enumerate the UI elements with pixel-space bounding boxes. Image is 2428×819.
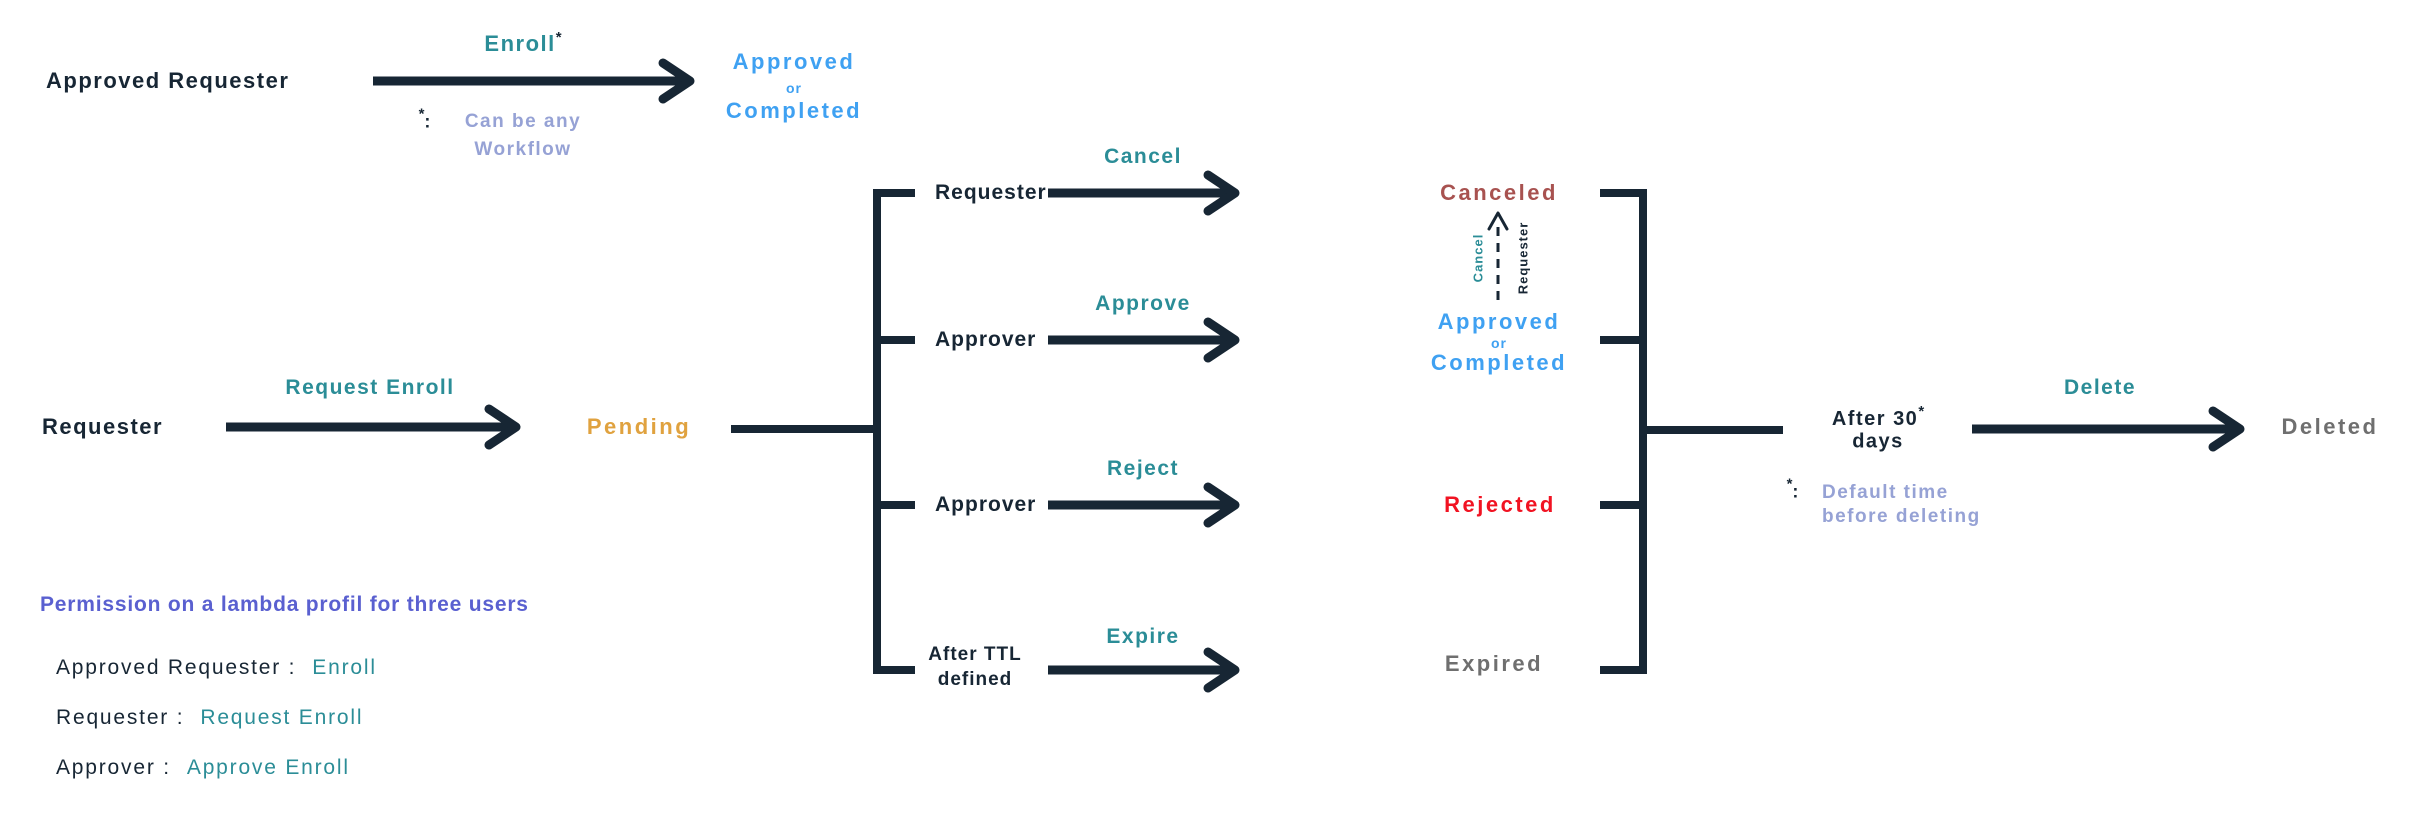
label-requester-main: Requester: [42, 414, 164, 439]
branch-actor-approver-2: Approver: [935, 493, 1037, 516]
arrow-enroll: [373, 58, 695, 104]
after-ttl-line1: After TTL: [928, 644, 1022, 665]
legend-row-requester: Requester : Request Enroll: [56, 706, 363, 730]
state-rejected: Rejected: [1444, 492, 1556, 517]
arrow-reject: [1048, 482, 1240, 528]
cancel-back-actor-label: Requester: [1515, 221, 1531, 295]
state-or-top: or: [786, 80, 802, 96]
after-30-text: After 30: [1831, 408, 1919, 430]
legend-label-requester: Requester :: [56, 706, 185, 729]
action-enroll-text: Enroll: [484, 31, 556, 56]
label-after-30: After 30*: [1832, 403, 1924, 431]
arrow-cancel: [1048, 170, 1240, 216]
state-pending: Pending: [586, 414, 692, 439]
arrow-request-enroll: [226, 404, 521, 450]
action-cancel: Cancel: [1104, 145, 1182, 168]
state-completed-mid: Completed: [1430, 350, 1568, 375]
arrow-expire: [1048, 647, 1240, 693]
state-completed-top: Completed: [725, 98, 863, 123]
cancel-back-action-label: Cancel: [1470, 233, 1486, 283]
after-ttl-line2: defined: [937, 669, 1013, 690]
note-workflow-colon: :: [424, 111, 432, 132]
note-delete-colon: :: [1792, 481, 1800, 502]
legend-row-approver: Approver : Approve Enroll: [56, 756, 350, 780]
note-delete-line2: before deleting: [1822, 506, 1981, 527]
legend-label-approver: Approver :: [56, 756, 171, 779]
note-delete-line1: Default time: [1822, 482, 1949, 503]
branch-actor-requester: Requester: [935, 181, 1047, 204]
state-deleted: Deleted: [2281, 414, 2379, 439]
note-workflow-line1: Can be any: [464, 111, 582, 132]
legend-row-approved-requester: Approved Requester : Enroll: [56, 656, 377, 680]
legend-value-enroll: Enroll: [312, 656, 377, 679]
legend-label-approved-requester: Approved Requester :: [56, 656, 297, 679]
after-30-asterisk: *: [1918, 403, 1925, 420]
branch-actor-approver-1: Approver: [935, 328, 1037, 351]
note-workflow-line2: Workflow: [474, 139, 572, 160]
arrow-approve: [1048, 317, 1240, 363]
state-canceled: Canceled: [1440, 180, 1558, 205]
branch-actor-after-ttl: After TTL defined: [928, 642, 1021, 692]
action-reject: Reject: [1106, 457, 1180, 480]
state-approved-top: Approved: [732, 49, 856, 74]
state-or-mid: or: [1491, 335, 1507, 351]
note-workflow-star: *: [418, 105, 425, 123]
arrow-delete: [1972, 406, 2245, 452]
legend-title: Permission on a lambda profil for three …: [40, 593, 529, 616]
action-request-enroll: Request Enroll: [285, 376, 455, 399]
label-after-30-days: days: [1852, 430, 1904, 453]
action-enroll: Enroll*: [484, 29, 561, 57]
bracket-split: [873, 189, 915, 674]
arrow-cancel-back-dashed: [1487, 211, 1509, 300]
bracket-merge: [1600, 189, 1783, 674]
action-approve: Approve: [1095, 292, 1191, 315]
legend-value-approve-enroll: Approve Enroll: [186, 756, 350, 779]
note-workflow-marker: *:: [419, 106, 432, 133]
action-delete: Delete: [2063, 376, 2137, 399]
state-approved-mid: Approved: [1437, 309, 1561, 334]
label-approved-requester: Approved Requester: [46, 68, 290, 93]
enroll-asterisk: *: [555, 29, 562, 46]
state-expired: Expired: [1444, 651, 1544, 676]
note-delete-star: *: [1786, 475, 1793, 493]
legend-value-request-enroll: Request Enroll: [200, 706, 364, 729]
note-delete-marker: *:: [1787, 476, 1800, 503]
action-expire: Expire: [1106, 625, 1180, 648]
